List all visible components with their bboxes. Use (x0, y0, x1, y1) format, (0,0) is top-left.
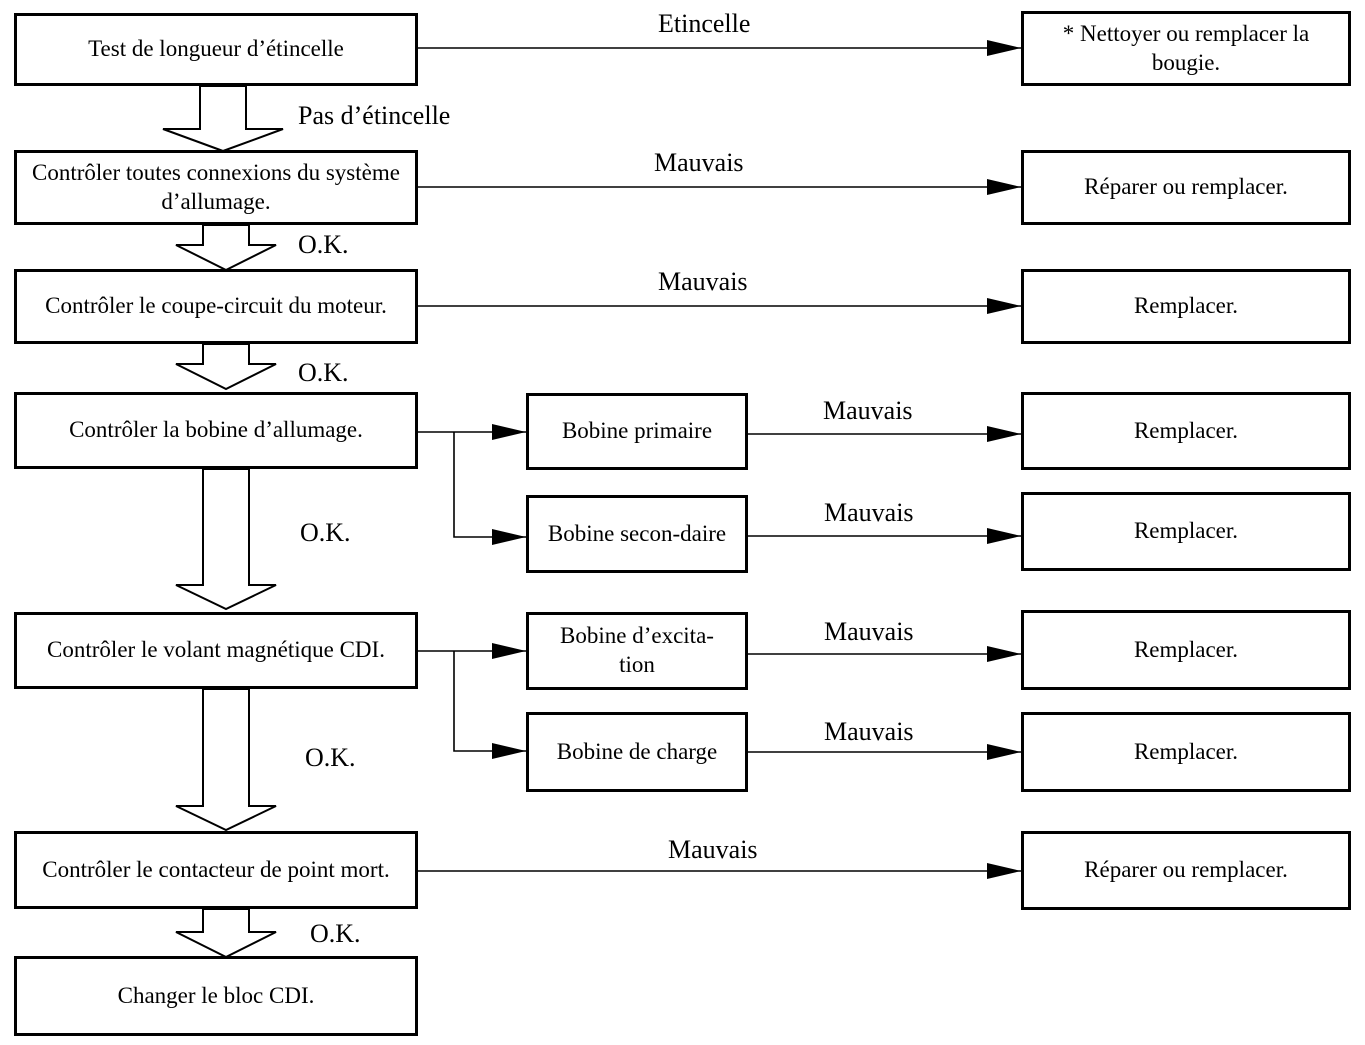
label-bad-primary: Mauvais (823, 396, 913, 425)
label-bad-exciter: Mauvais (824, 617, 914, 646)
neutral-switch-check-box: Contrôler le contacteur de point mort. (14, 831, 418, 909)
magneto-check-box: Contrôler le volant magnétique CDI. (14, 612, 418, 689)
label-bad-neutral: Mauvais (668, 835, 758, 864)
arrow-coil-secondary (453, 432, 526, 545)
label-ok-4: O.K. (305, 743, 356, 772)
label-bad-kill-switch: Mauvais (658, 267, 748, 296)
repair-connections-box: Réparer ou remplacer. (1021, 150, 1351, 225)
block-arrow-4 (175, 468, 277, 611)
connections-check-box: Contrôler toutes connexions du système d… (14, 150, 418, 225)
label-ok-5: O.K. (310, 919, 361, 948)
label-ok-1: O.K. (298, 230, 349, 259)
repair-neutral-box: Réparer ou remplacer. (1021, 831, 1351, 910)
clean-plug-box: * Nettoyer ou remplacer la bougie. (1021, 11, 1351, 86)
label-bad-connections: Mauvais (654, 148, 744, 177)
replace-charge-box: Remplacer. (1021, 712, 1351, 792)
label-ok-3: O.K. (300, 518, 351, 547)
label-bad-secondary: Mauvais (824, 498, 914, 527)
label-ok-2: O.K. (298, 358, 349, 387)
block-arrow-1 (162, 85, 284, 153)
secondary-coil-box: Bobine secon-daire (526, 495, 748, 573)
replace-primary-box: Remplacer. (1021, 392, 1351, 470)
arrow-magneto-charge (453, 651, 526, 759)
label-no-spark: Pas d’étincelle (298, 101, 451, 130)
primary-coil-box: Bobine primaire (526, 393, 748, 470)
block-arrow-3 (175, 343, 277, 391)
kill-switch-check-box: Contrôler le coupe-circuit du moteur. (14, 269, 418, 344)
exciter-coil-box: Bobine d’excita-tion (526, 612, 748, 690)
replace-kill-switch-box: Remplacer. (1021, 269, 1351, 344)
charge-coil-box: Bobine de charge (526, 712, 748, 792)
label-spark: Etincelle (658, 9, 751, 38)
spark-test-box: Test de longueur d’étincelle (14, 13, 418, 86)
ignition-coil-check-box: Contrôler la bobine d’allumage. (14, 392, 418, 469)
replace-cdi-box: Changer le bloc CDI. (14, 956, 418, 1036)
block-arrow-2 (175, 224, 277, 272)
replace-secondary-box: Remplacer. (1021, 492, 1351, 571)
label-bad-charge: Mauvais (824, 717, 914, 746)
block-arrow-6 (175, 908, 277, 959)
block-arrow-5 (175, 688, 277, 832)
replace-exciter-box: Remplacer. (1021, 610, 1351, 690)
